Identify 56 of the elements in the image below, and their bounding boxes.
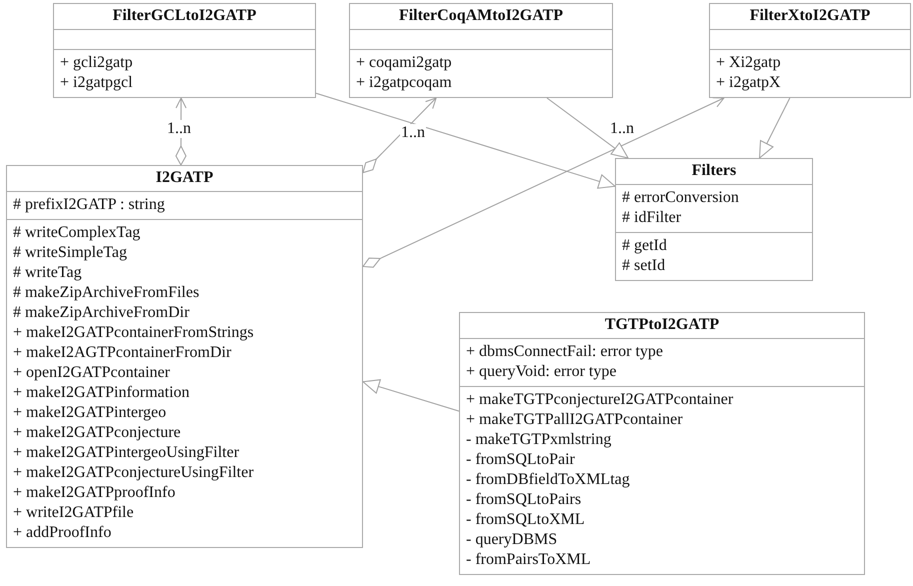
class-method: - makeTGTPxmlstring	[466, 430, 612, 450]
class-name: Filters	[616, 159, 812, 185]
class-method: - fromSQLtoPair	[466, 450, 576, 470]
class-method: + i2gatpcoqam	[356, 73, 453, 93]
inheritance-arrow	[759, 98, 790, 158]
class-method: + makeI2GATPcontainerFromStrings	[13, 323, 255, 343]
class-attribute: # idFilter	[622, 208, 682, 228]
class-method: + gcli2gatp	[60, 53, 134, 73]
class-method: + makeI2GATPproofInfo	[13, 483, 176, 503]
class-method: # writeComplexTag	[13, 223, 142, 243]
class-method: - fromDBfieldToXMLtag	[466, 470, 631, 490]
class-box	[459, 312, 865, 575]
class-method: # writeTag	[13, 263, 83, 283]
multiplicity-label: 1..n	[166, 120, 192, 138]
class-method: - fromSQLtoPairs	[466, 490, 582, 510]
class-attribute: + dbmsConnectFail: error type	[466, 342, 664, 362]
class-box	[6, 165, 363, 548]
class-attribute: # errorConversion	[622, 188, 740, 208]
class-method: # getId	[622, 236, 668, 256]
class-name: I2GATP	[7, 166, 362, 192]
class-method: + makeI2GATPintergeo	[13, 403, 168, 423]
inheritance-arrow	[362, 379, 460, 412]
class-box	[53, 3, 316, 98]
class-method: # setId	[622, 256, 666, 276]
class-name: FilterCoqAMtoI2GATP	[350, 4, 612, 30]
class-box	[615, 158, 813, 281]
class-method: + makeI2AGTPcontainerFromDir	[13, 343, 232, 363]
class-name: FilterGCLtoI2GATP	[54, 4, 315, 30]
class-method: + i2gatpX	[716, 73, 782, 93]
class-method: - queryDBMS	[466, 530, 558, 550]
class-method: + makeTGTPconjectureI2GATPcontainer	[466, 390, 734, 410]
aggregation-arrow	[362, 97, 724, 268]
class-method: + openI2GATPcontainer	[13, 363, 171, 383]
class-method: - fromSQLtoXML	[466, 510, 586, 530]
class-box	[349, 3, 613, 98]
inheritance-arrow	[546, 98, 629, 158]
class-attribute: # prefixI2GATP : string	[13, 195, 166, 215]
class-method: - fromPairsToXML	[466, 550, 592, 570]
class-method: + writeI2GATPfile	[13, 503, 135, 523]
class-method: + makeI2GATPconjectureUsingFilter	[13, 463, 255, 483]
class-method: + coqami2gatp	[356, 53, 453, 73]
class-method: # makeZipArchiveFromDir	[13, 303, 190, 323]
class-name: TGTPtoI2GATP	[460, 313, 864, 339]
class-method: # writeSimpleTag	[13, 243, 128, 263]
class-attribute: + queryVoid: error type	[466, 362, 618, 382]
class-method: + addProofInfo	[13, 523, 112, 543]
class-method: + i2gatpgcl	[60, 73, 134, 93]
class-method: # makeZipArchiveFromFiles	[13, 283, 200, 303]
class-method: + Xi2gatp	[716, 53, 782, 73]
inheritance-arrow	[316, 92, 616, 189]
class-method: + makeTGTPallI2GATPcontainer	[466, 410, 684, 430]
class-method: + makeI2GATPconjecture	[13, 423, 182, 443]
class-method: + makeI2GATPintergeoUsingFilter	[13, 443, 240, 463]
class-method: + makeI2GATPinformation	[13, 383, 191, 403]
class-box	[709, 3, 911, 98]
class-name: FilterXtoI2GATP	[710, 4, 910, 30]
